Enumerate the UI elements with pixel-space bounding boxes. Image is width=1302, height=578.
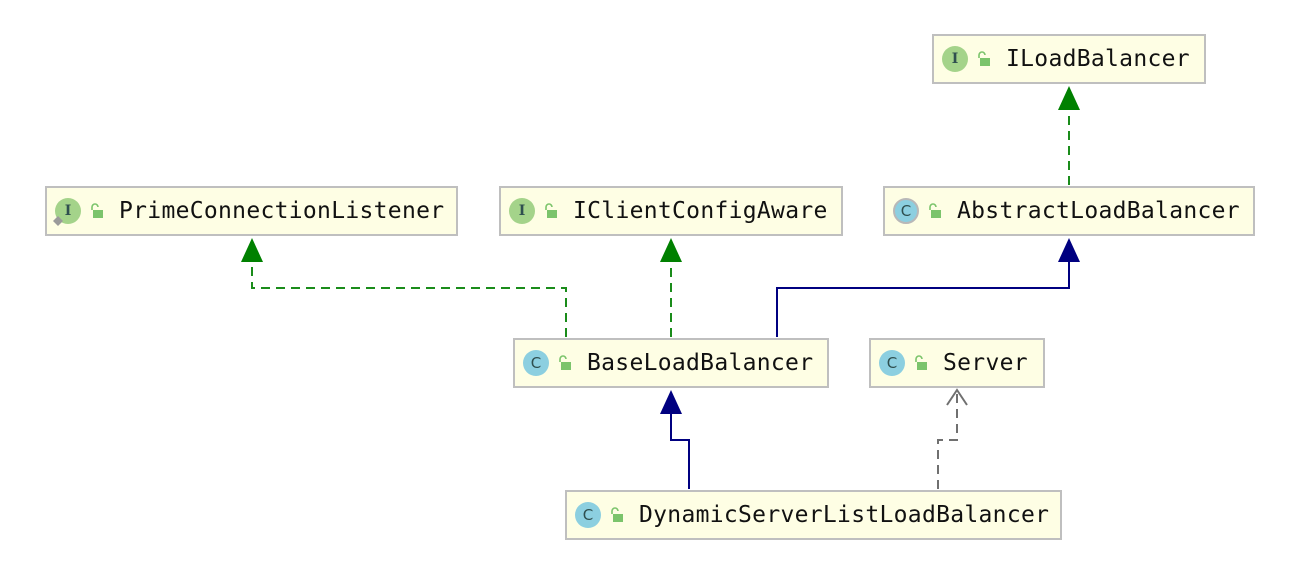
unlocked-icon bbox=[545, 203, 557, 218]
unlocked-icon bbox=[929, 203, 941, 218]
edge-baseloadbalancer-implements-iclientconfigaware bbox=[660, 238, 682, 337]
class-name: ILoadBalancer bbox=[1006, 46, 1190, 72]
extends-line bbox=[776, 262, 1070, 337]
edge-abstractloadbalancer-implements-iloadbalancer bbox=[1058, 86, 1080, 185]
interface-icon: I bbox=[509, 198, 535, 224]
implements-arrowhead bbox=[241, 238, 263, 262]
class-name: AbstractLoadBalancer bbox=[957, 198, 1240, 224]
unlocked-icon bbox=[978, 51, 990, 66]
class-name: DynamicServerListLoadBalancer bbox=[639, 502, 1050, 528]
class-name: IClientConfigAware bbox=[573, 198, 828, 224]
implements-arrowhead bbox=[1058, 86, 1080, 110]
edge-dynamicserverlistloadbalancer-extends-baseloadbalancer bbox=[660, 390, 690, 489]
node-abstractloadbalancer[interactable]: C AbstractLoadBalancer bbox=[883, 186, 1255, 236]
edge-baseloadbalancer-implements-primeconnectionlistener bbox=[241, 238, 567, 337]
nested-marker-icon bbox=[53, 216, 63, 226]
node-dynamicserverlistloadbalancer[interactable]: C DynamicServerListLoadBalancer bbox=[565, 490, 1062, 540]
unlocked-icon bbox=[91, 203, 103, 218]
class-name: BaseLoadBalancer bbox=[587, 350, 814, 376]
class-icon: C bbox=[879, 350, 905, 376]
node-iclientconfigaware[interactable]: I IClientConfigAware bbox=[499, 186, 843, 236]
unlocked-icon bbox=[559, 355, 571, 370]
dependency-line bbox=[937, 392, 958, 489]
class-name: Server bbox=[943, 350, 1028, 376]
unlocked-icon bbox=[611, 507, 623, 522]
class-name: PrimeConnectionListener bbox=[119, 198, 445, 224]
extends-arrowhead bbox=[1058, 238, 1080, 262]
node-primeconnectionlistener[interactable]: I PrimeConnectionListener bbox=[45, 186, 458, 236]
edge-dynamicserverlistloadbalancer-depends-server bbox=[937, 388, 968, 489]
interface-icon: I bbox=[942, 46, 968, 72]
node-baseloadbalancer[interactable]: C BaseLoadBalancer bbox=[513, 338, 829, 388]
unlocked-icon bbox=[915, 355, 927, 370]
implements-line bbox=[251, 262, 567, 337]
implements-arrowhead bbox=[660, 238, 682, 262]
dependency-arrowhead bbox=[946, 388, 968, 406]
extends-arrowhead bbox=[660, 390, 682, 414]
node-server[interactable]: C Server bbox=[869, 338, 1045, 388]
class-icon: C bbox=[575, 502, 601, 528]
node-iloadbalancer[interactable]: I ILoadBalancer bbox=[932, 34, 1206, 84]
badge-letter: I bbox=[64, 203, 72, 219]
extends-line bbox=[670, 414, 690, 489]
interface-icon: I bbox=[53, 198, 81, 226]
edge-baseloadbalancer-extends-abstractloadbalancer bbox=[776, 238, 1080, 337]
abstract-class-icon: C bbox=[893, 198, 919, 224]
class-icon: C bbox=[523, 350, 549, 376]
